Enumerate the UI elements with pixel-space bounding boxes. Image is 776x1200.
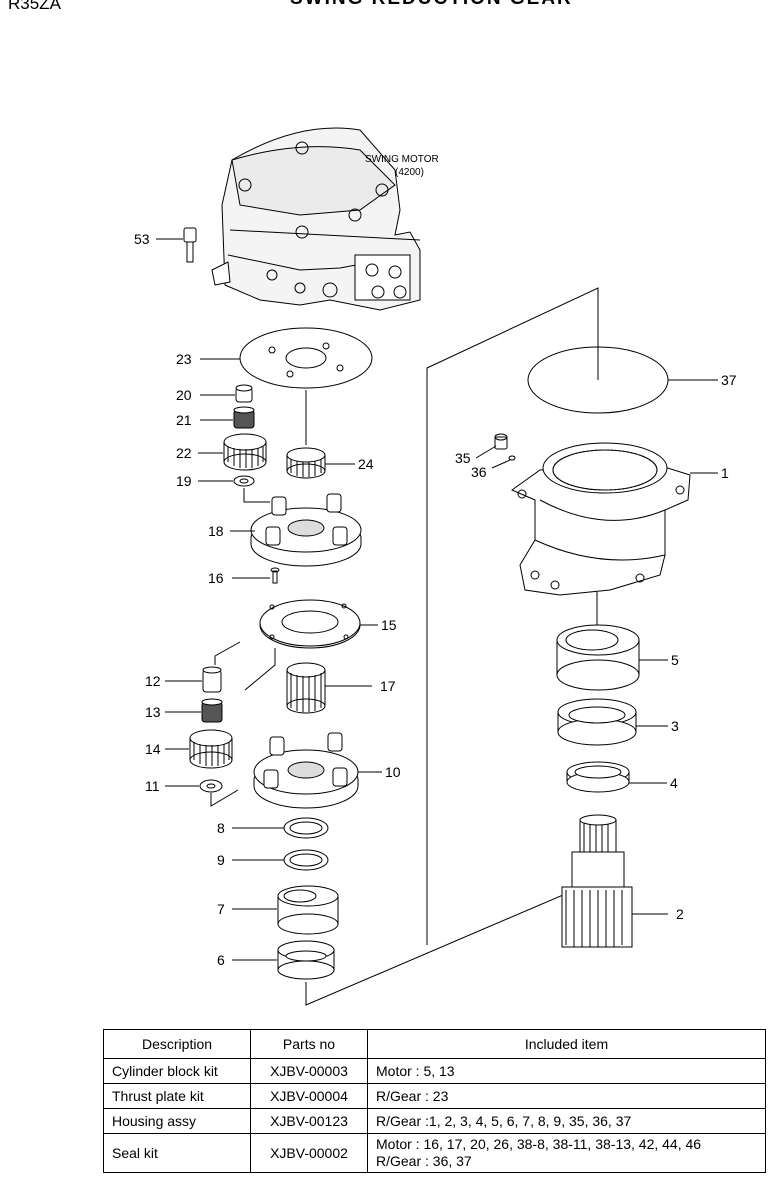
sun-gear-24	[286, 447, 326, 479]
bushing-12	[202, 666, 222, 693]
gear-17	[286, 662, 326, 714]
callout-37: 37	[721, 372, 737, 388]
callout-18: 18	[208, 523, 224, 539]
callout-15: 15	[381, 617, 397, 633]
planet-gear-22	[223, 433, 267, 471]
model-code: R35ZA	[8, 0, 61, 13]
motor-code: (4200)	[395, 167, 424, 178]
planet-gear-14	[189, 729, 233, 769]
callout-19: 19	[176, 473, 192, 489]
pinion-shaft-2	[561, 814, 633, 948]
exploded-view-diagram: SWING MOTOR (4200)	[134, 127, 737, 1006]
ring-8	[283, 817, 329, 839]
washer-11	[199, 779, 223, 793]
page-title: SWING REDUCTION GEAR	[290, 0, 573, 10]
callout-35: 35	[455, 450, 471, 466]
needle-bearing-13	[201, 698, 223, 723]
callout-14: 14	[145, 741, 161, 757]
parts-kit-table: Description Parts no Included item Cylin…	[103, 1029, 766, 1173]
callout-8: 8	[217, 820, 225, 836]
row-description: Cylinder block kit	[103, 1058, 251, 1084]
callout-3: 3	[671, 718, 679, 734]
assembly-guide-line	[305, 879, 599, 1006]
callout-4: 4	[670, 775, 678, 791]
swing-motor-drawing	[211, 127, 421, 311]
thrust-plate-15	[259, 599, 361, 649]
callout-5: 5	[671, 652, 679, 668]
row-included: R/Gear :1, 2, 3, 4, 5, 6, 7, 8, 9, 35, 3…	[367, 1108, 766, 1134]
motor-label: SWING MOTOR	[365, 154, 439, 165]
washer-19	[233, 475, 255, 487]
o-ring-36	[508, 455, 516, 461]
callout-36: 36	[471, 464, 487, 480]
ring-4	[566, 761, 630, 793]
header-included-item: Included item	[367, 1029, 766, 1059]
callout-53: 53	[134, 231, 150, 247]
needle-bearing-21	[233, 406, 255, 429]
callout-7: 7	[217, 901, 225, 917]
callout-10: 10	[385, 764, 401, 780]
bearing-6	[277, 940, 335, 980]
included-line-motor: Motor : 16, 17, 20, 26, 38-8, 38-11, 38-…	[376, 1136, 702, 1152]
table-row: Housing assy XJBV-00123 R/Gear :1, 2, 3,…	[103, 1108, 766, 1134]
bolt-53	[183, 227, 197, 263]
table-row: Cylinder block kit XJBV-00003 Motor : 5,…	[103, 1058, 766, 1084]
row-parts-no: XJBV-00003	[250, 1058, 368, 1084]
callout-2: 2	[676, 906, 684, 922]
row-description: Housing assy	[103, 1108, 251, 1134]
bushing-20	[235, 384, 253, 403]
row-parts-no: XJBV-00002	[250, 1133, 368, 1173]
row-included: Motor : 16, 17, 20, 26, 38-8, 38-11, 38-…	[367, 1133, 766, 1173]
plug-35	[494, 433, 508, 450]
callout-6: 6	[217, 952, 225, 968]
bearing-5	[556, 624, 640, 691]
row-parts-no: XJBV-00123	[250, 1108, 368, 1134]
callout-1: 1	[721, 465, 729, 481]
callout-20: 20	[176, 387, 192, 403]
plate-23	[239, 327, 373, 389]
callout-11: 11	[145, 778, 160, 794]
table-header-row: Description Parts no Included item	[103, 1029, 766, 1059]
callout-16: 16	[208, 570, 224, 586]
bearing-7	[277, 885, 339, 935]
carrier-10	[253, 732, 359, 809]
row-description: Thrust plate kit	[103, 1083, 251, 1109]
row-included: Motor : 5, 13	[367, 1058, 766, 1084]
carrier-18	[250, 493, 362, 567]
callout-9: 9	[217, 852, 225, 868]
header-description: Description	[103, 1029, 251, 1059]
row-parts-no: XJBV-00004	[250, 1083, 368, 1109]
row-description: Seal kit	[103, 1133, 251, 1173]
callout-24: 24	[358, 456, 374, 472]
callout-17: 17	[380, 678, 396, 694]
ring-9	[283, 849, 329, 871]
screw-16	[270, 567, 280, 584]
table-row: Thrust plate kit XJBV-00004 R/Gear : 23	[103, 1083, 766, 1109]
callout-22: 22	[176, 445, 192, 461]
callout-12: 12	[145, 673, 161, 689]
table-row: Seal kit XJBV-00002 Motor : 16, 17, 20, …	[103, 1133, 766, 1173]
callout-23: 23	[176, 351, 192, 367]
included-line-rgear: R/Gear : 36, 37	[376, 1153, 472, 1169]
callout-21: 21	[176, 412, 192, 428]
seal-3	[557, 698, 637, 746]
header-parts-no: Parts no	[250, 1029, 368, 1059]
callout-13: 13	[145, 704, 161, 720]
housing-1	[510, 442, 691, 596]
row-included: R/Gear : 23	[367, 1083, 766, 1109]
